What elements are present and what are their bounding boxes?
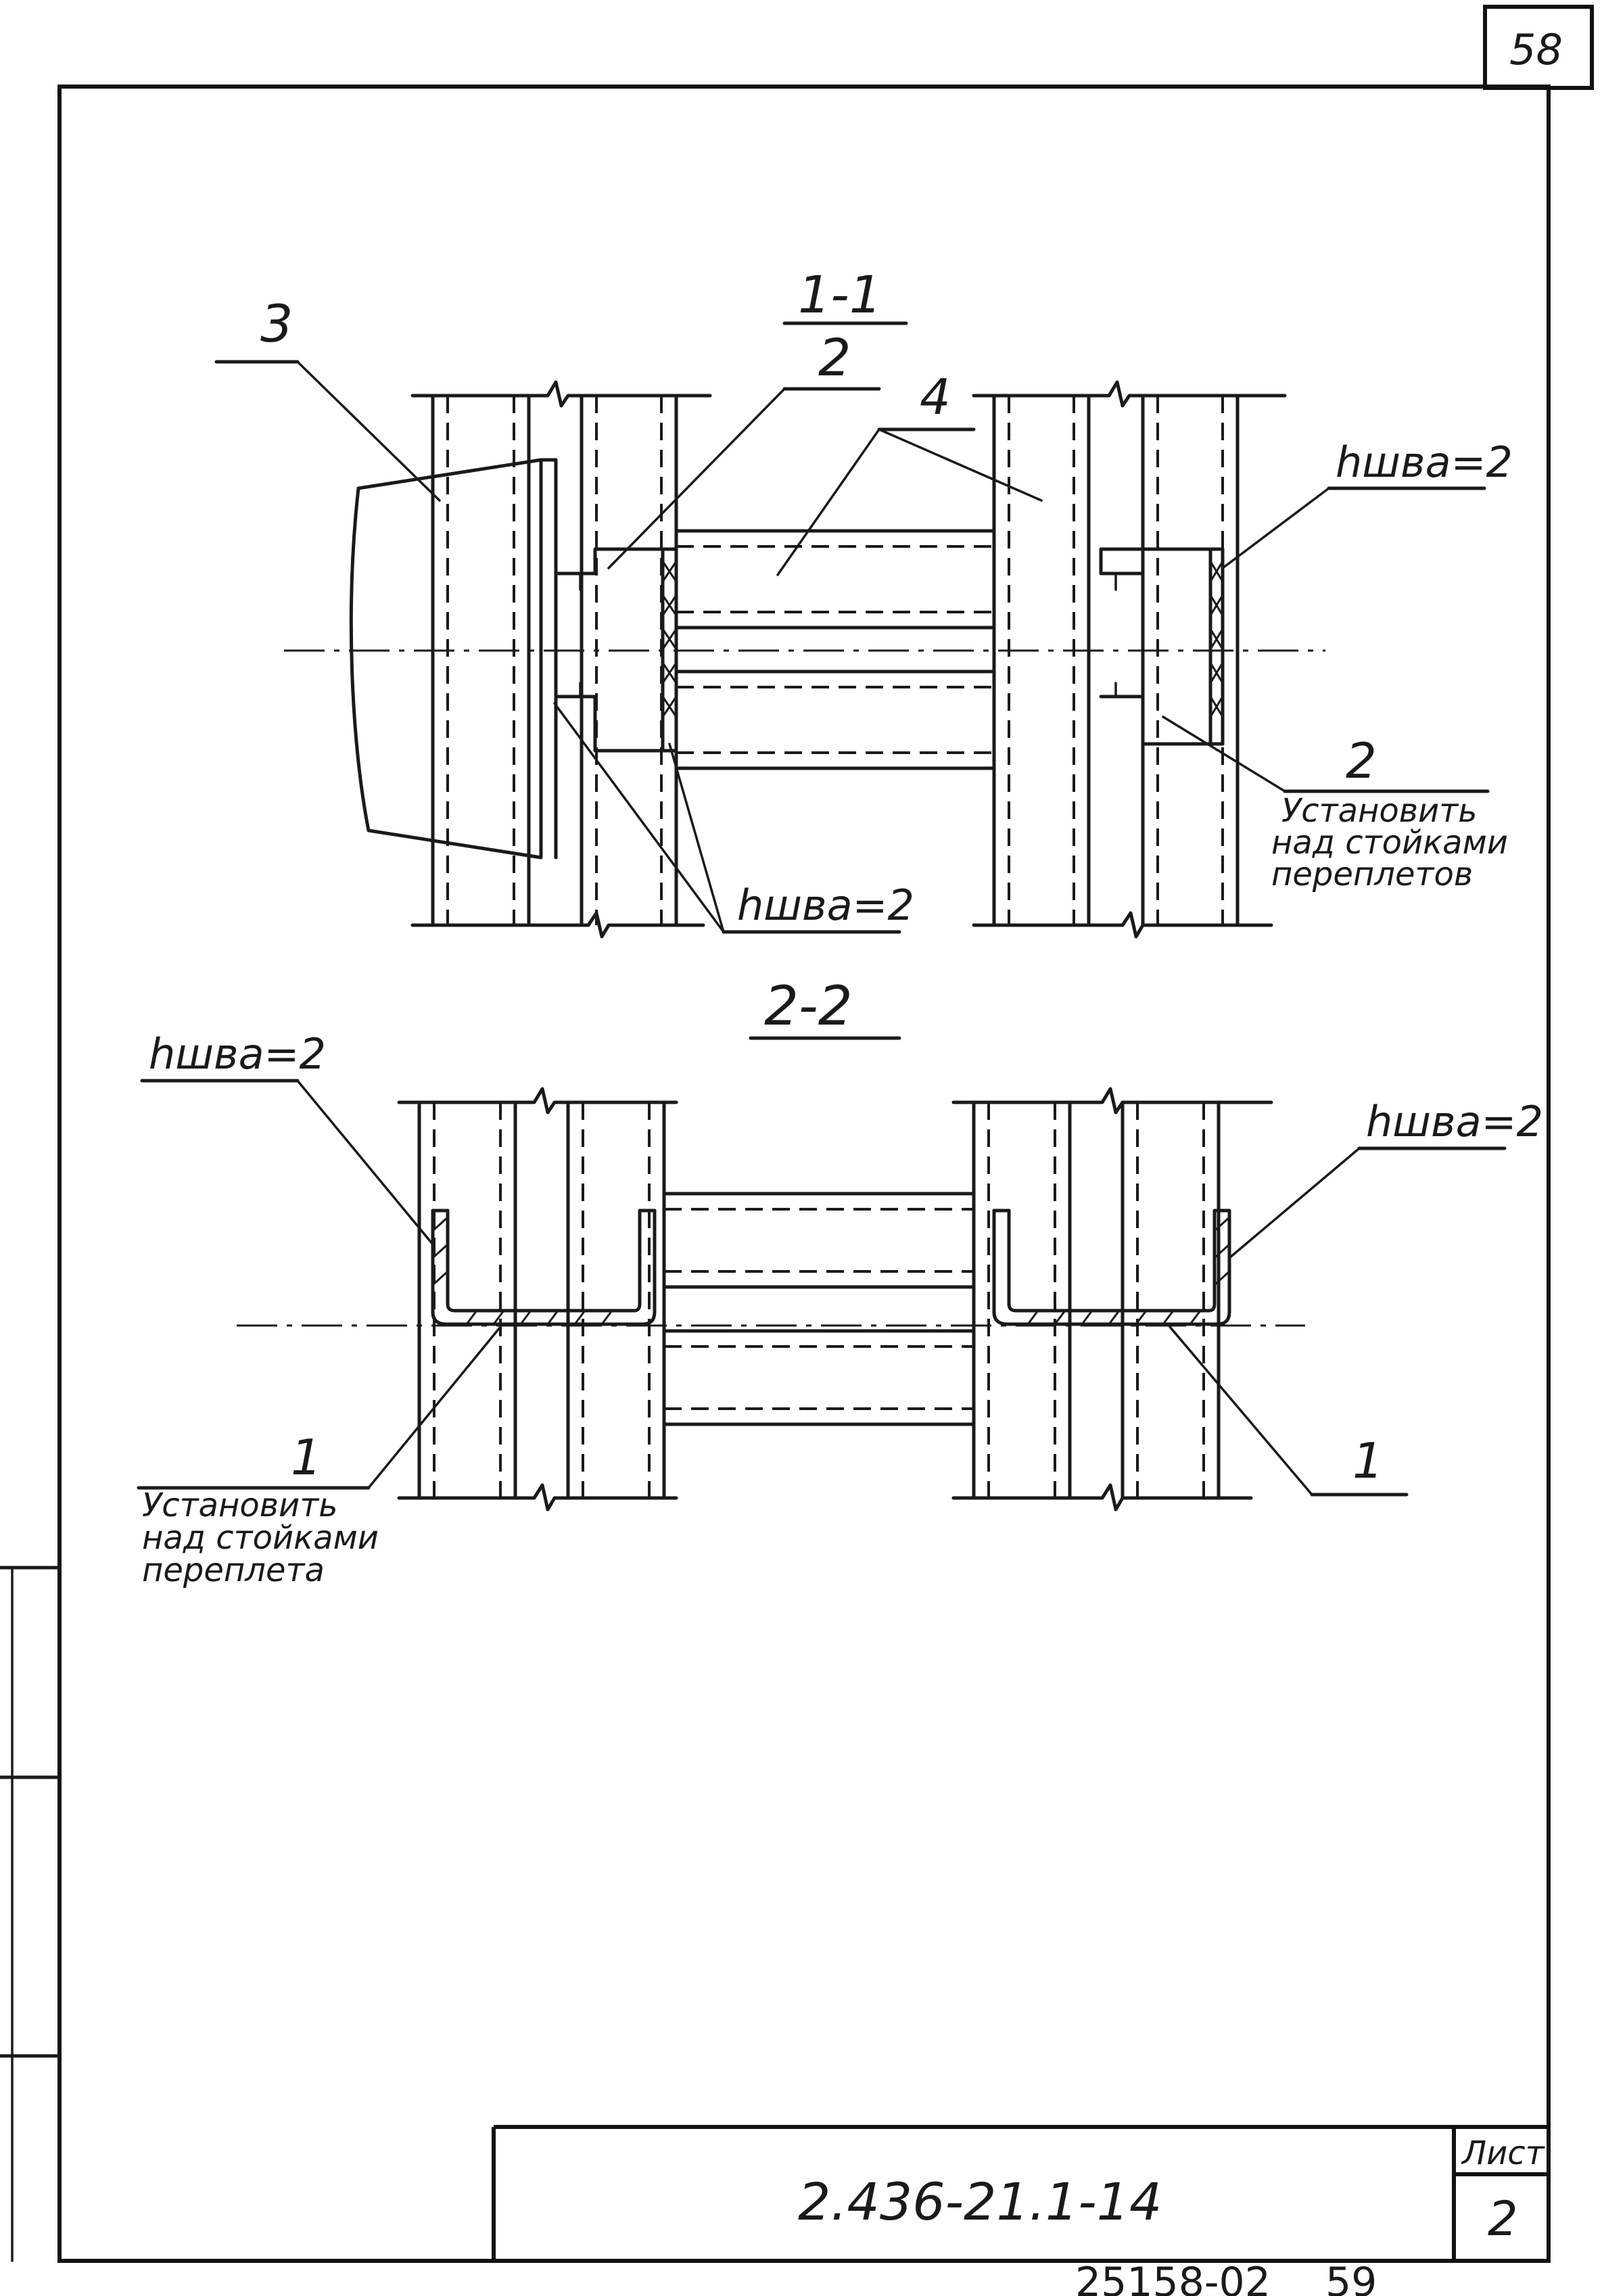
channel-hatch-left bbox=[431, 1216, 613, 1325]
weld-label-left: hшва=2 bbox=[149, 1029, 326, 1079]
title-block: 2.436-21.1-14 Лист 2 bbox=[492, 2125, 1549, 2261]
section-1-1: 1-1 2 bbox=[214, 264, 1513, 939]
page-number: 58 bbox=[1509, 25, 1563, 74]
pos-4-label: 4 bbox=[920, 369, 951, 425]
install-note-2-line-1: Установить bbox=[142, 1486, 338, 1524]
archive-number: 25158-02 bbox=[1075, 2259, 1271, 2296]
weld-label-bottom: hшва=2 bbox=[737, 881, 914, 930]
install-note-2-line-3: переплета bbox=[142, 1551, 325, 1589]
sheet-label: Лист bbox=[1461, 2134, 1546, 2172]
drawing-frame bbox=[57, 85, 1551, 2263]
left-stamp-strip bbox=[0, 1566, 62, 2262]
pos-3-label: 3 bbox=[260, 294, 293, 354]
section-2-2-title: 2-2 bbox=[764, 975, 853, 1037]
sheet-number: 2 bbox=[1488, 2191, 1518, 2247]
section-1-1-pos-2-label: 2 bbox=[818, 327, 851, 388]
install-note-1-line-2: над стойками bbox=[1271, 824, 1508, 862]
install-note-1-line-3: переплетов bbox=[1271, 856, 1473, 893]
pos-2-right-label: 2 bbox=[1346, 732, 1377, 789]
page-number-box: 58 bbox=[1483, 5, 1594, 90]
weld-hatch-right bbox=[1208, 547, 1224, 746]
install-note-2-line-2: над стойками bbox=[142, 1519, 379, 1557]
section-1-1-title: 1-1 bbox=[798, 264, 882, 325]
section-2-2: 2-2 bbox=[137, 975, 1543, 1589]
archive-stamp: 25158-02 59 bbox=[1075, 2259, 1377, 2296]
document-code: 2.436-21.1-14 bbox=[798, 2172, 1162, 2232]
channel-hatch-right bbox=[1027, 1216, 1231, 1325]
pos-1-right-label: 1 bbox=[1352, 1432, 1384, 1489]
pos-1-left-label: 1 bbox=[291, 1429, 322, 1486]
weld-label-right: hшва=2 bbox=[1366, 1097, 1543, 1146]
install-note-1-line-1: Установить bbox=[1281, 792, 1478, 830]
weld-label-top-right: hшва=2 bbox=[1336, 438, 1513, 487]
archive-page: 59 bbox=[1325, 2259, 1377, 2296]
